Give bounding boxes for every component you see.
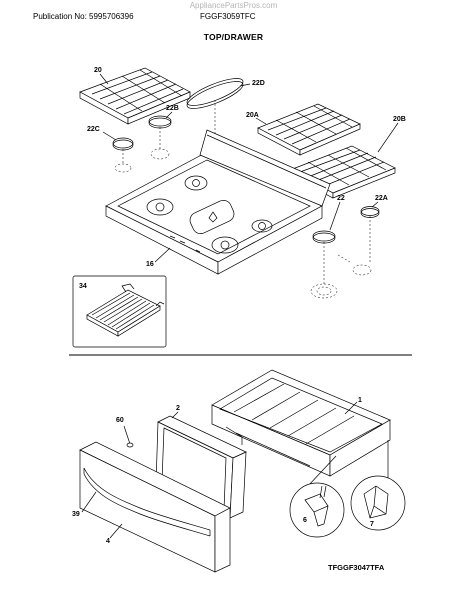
callout-1: 1 (358, 397, 362, 404)
grate-20 (79, 67, 191, 125)
burner-cap-22 (312, 230, 336, 244)
detail-7-circle (350, 475, 406, 531)
page-title: TOP/DRAWER (203, 32, 264, 42)
screw-60 (123, 425, 134, 448)
cooktop-top-16 (105, 129, 331, 275)
callout-7: 7 (370, 521, 374, 528)
callout-4: 4 (106, 538, 110, 545)
drawer-body-1 (211, 369, 391, 477)
griddle-34-inset (72, 275, 167, 348)
callout-22c: 22C (87, 126, 100, 133)
callout-16: 16 (146, 261, 154, 268)
grate-20a (257, 103, 361, 156)
callout-22d: 22D (252, 80, 265, 87)
callout-6: 6 (303, 517, 307, 524)
watermark: AppliancePartsPros.com (189, 1, 278, 10)
drawer-front-4 (79, 441, 231, 573)
figure-code: TFGGF3047TFA (328, 563, 385, 572)
callout-22b: 22B (166, 105, 179, 112)
callout-2: 2 (176, 405, 180, 412)
callout-39: 39 (72, 511, 80, 518)
detail-6-circle (289, 482, 345, 538)
burner-cap-22a (360, 206, 380, 218)
callout-20b: 20B (393, 116, 406, 123)
callout-60: 60 (116, 417, 124, 424)
publication-number: Publication No: 5995706396 (33, 12, 134, 21)
callout-22: 22 (337, 195, 345, 202)
callout-22a: 22A (375, 195, 388, 202)
model-number: FGGF3059TFC (200, 12, 256, 21)
callout-20: 20 (94, 67, 102, 74)
callout-20a: 20A (246, 112, 259, 119)
callout-34: 34 (79, 283, 87, 290)
burner-cap-22b (148, 115, 172, 129)
burner-cap-22d (186, 78, 244, 109)
drawer-panel-2 (155, 415, 247, 519)
